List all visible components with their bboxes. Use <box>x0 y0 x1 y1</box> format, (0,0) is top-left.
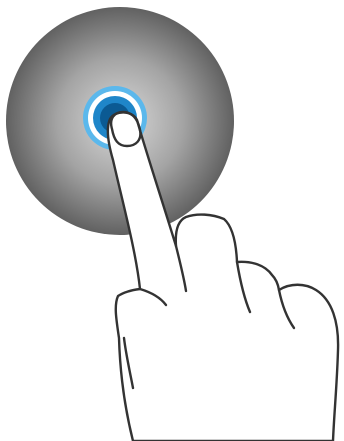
tap-gesture-illustration <box>0 0 344 441</box>
